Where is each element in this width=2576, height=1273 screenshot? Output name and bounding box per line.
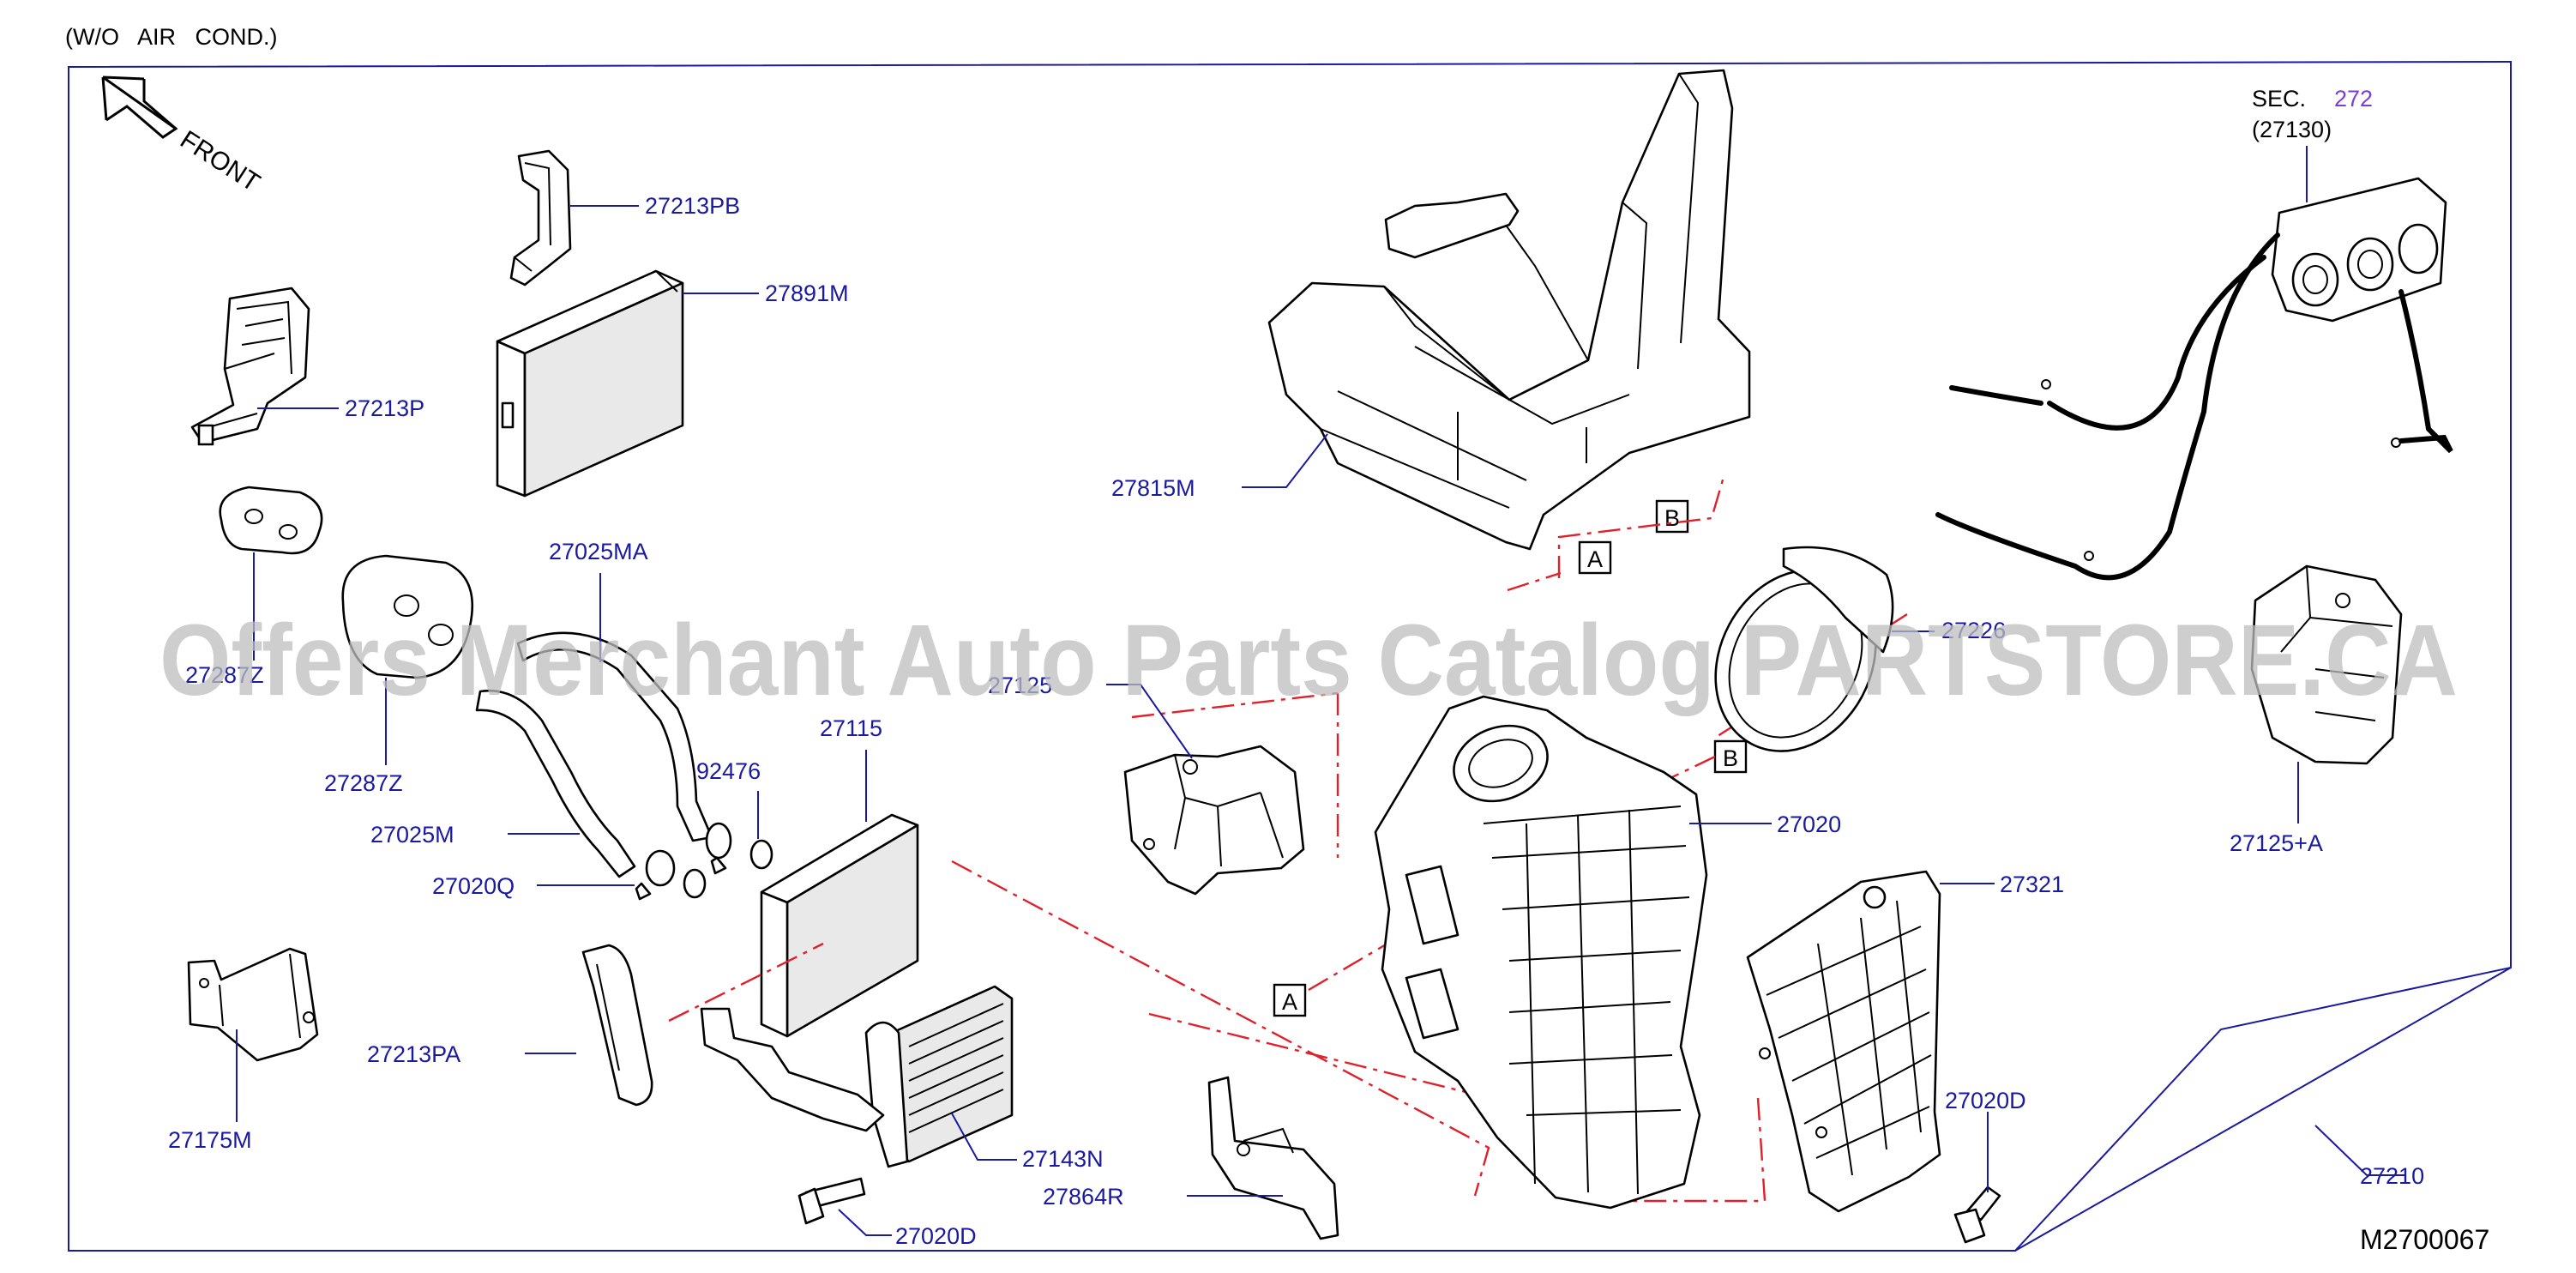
bracket-27175M — [187, 947, 319, 1062]
label-27020Q[interactable]: 27020Q — [432, 873, 515, 899]
actuator-27213P — [190, 287, 310, 446]
leader-27815M — [1242, 433, 1328, 488]
seal-27213PA — [581, 944, 653, 1107]
label-27287Z[interactable]: 27287Z — [324, 770, 403, 796]
bracket-27213PB — [509, 149, 572, 287]
heater-core-27143N — [700, 985, 1014, 1168]
phantom-lines — [668, 476, 1908, 1203]
sec-ref-prefix: SEC. — [2252, 86, 2306, 112]
label-27226[interactable]: 27226 — [1941, 618, 2006, 643]
front-arrow-icon — [101, 75, 178, 139]
screw-27020D-right — [1953, 1186, 2001, 1244]
fan-ring-27226 — [1714, 546, 1894, 752]
label-27175M[interactable]: 27175M — [168, 1127, 252, 1153]
actuator-27125A — [2250, 564, 2403, 765]
label-27864R[interactable]: 27864R — [1043, 1184, 1124, 1210]
heater-unit-27020 — [1374, 695, 1708, 1210]
actuator-27125 — [1123, 745, 1305, 896]
callout-box-A-mid — [1273, 983, 1307, 1017]
grommet-27287Z-small — [219, 486, 323, 555]
header-note: (W/O AIR COND.) — [65, 24, 278, 50]
clamp-27020Q — [635, 849, 707, 901]
label-27210[interactable]: 27210 — [2360, 1163, 2424, 1189]
cover-27321 — [1746, 870, 1941, 1213]
label-27025MA[interactable]: 27025MA — [549, 539, 648, 564]
leader-27210 — [2314, 1125, 2404, 1176]
leader-27020D-left — [838, 1209, 892, 1236]
callout-box-A-top — [1578, 540, 1612, 575]
sec-ref-sub: (27130) — [2252, 117, 2332, 142]
filter-27891M — [496, 269, 684, 498]
frame-tie-line — [2014, 967, 2512, 1252]
label-92476[interactable]: 92476 — [696, 758, 761, 784]
clamp-92476 — [705, 822, 773, 875]
callout-A-top: A — [1587, 546, 1603, 572]
leader-27125 — [1106, 684, 1193, 759]
screw-27020D-left — [797, 1177, 866, 1225]
callout-B-mid: B — [1723, 745, 1738, 771]
callout-B-top: B — [1664, 505, 1680, 531]
front-label: FRONT — [175, 125, 265, 197]
label-27213PB[interactable]: 27213PB — [645, 193, 740, 219]
label-27213P[interactable]: 27213P — [345, 395, 424, 421]
callout-box-B-top — [1655, 499, 1689, 534]
heater-hose-27025MA — [516, 631, 713, 842]
label-27115[interactable]: 27115 — [820, 715, 882, 741]
heater-hose-27025M — [475, 689, 636, 878]
callout-A-mid: A — [1282, 989, 1297, 1015]
label-27020D-right[interactable]: 27020D — [1945, 1088, 2026, 1113]
assembly-frame — [68, 60, 2512, 1252]
label-27891M[interactable]: 27891M — [765, 281, 849, 306]
label-27143N[interactable]: 27143N — [1022, 1146, 1104, 1172]
watermark: Offers Merchant Auto Parts Catalog PARTS… — [159, 604, 2458, 717]
diagram-id: M2700067 — [2360, 1224, 2489, 1255]
filter-element-27115 — [760, 813, 919, 1038]
duct-27815M — [1267, 69, 1751, 551]
grommet-27287Z-large — [341, 554, 474, 679]
label-27815M[interactable]: 27815M — [1111, 475, 1195, 501]
sec-ref-number[interactable]: 272 — [2334, 86, 2373, 112]
label-27025M[interactable]: 27025M — [370, 822, 454, 848]
control-cables — [1935, 232, 2453, 581]
label-27125A[interactable]: 27125+A — [2230, 830, 2323, 856]
leader-27143N — [951, 1113, 1017, 1161]
label-27125[interactable]: 27125 — [988, 673, 1052, 698]
label-27020[interactable]: 27020 — [1777, 811, 1841, 837]
label-27213PA[interactable]: 27213PA — [367, 1041, 460, 1067]
bracket-27864R — [1207, 1076, 1339, 1240]
label-27321[interactable]: 27321 — [2000, 872, 2064, 897]
label-27287Z-top[interactable]: 27287Z — [185, 662, 264, 688]
control-assembly-27130 — [2271, 177, 2447, 323]
label-27020D-left[interactable]: 27020D — [895, 1223, 977, 1249]
